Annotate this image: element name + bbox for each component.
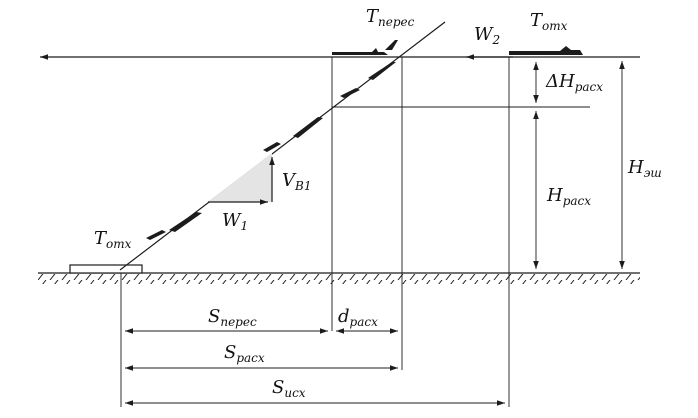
aircraft-climb-3-icon (293, 117, 323, 138)
aircraft-climb-2-icon (340, 88, 360, 98)
aircraft-climb-6-icon (146, 230, 166, 240)
d-rasx-label: dрасх (338, 306, 378, 329)
h-esh-label: Hэш (627, 157, 662, 180)
aircraft-wing-icon (385, 40, 398, 50)
w2-label: W2 (474, 24, 500, 47)
altitude-dimensions (533, 61, 625, 269)
aircraft-departure-icon (509, 46, 583, 55)
s-rasx-label: Sрасх (224, 342, 265, 365)
ground-hatching (38, 274, 640, 284)
runway-strip (69, 264, 143, 274)
v-b1-label: VB1 (282, 170, 311, 193)
distance-dimensions (125, 328, 505, 406)
aircraft-top-turn-icon (332, 48, 388, 55)
labels: Tперес W2 Tотх ΔHрасх Hэш Hрасх VB1 W1 T… (94, 6, 662, 400)
s-isx-label: Sисх (272, 377, 306, 400)
reference-lines (120, 57, 590, 407)
h-rasx-label: Hрасх (546, 185, 591, 208)
ground (38, 264, 640, 284)
w1-label: W1 (222, 210, 248, 233)
dh-rasx-label: ΔHрасх (545, 71, 603, 94)
velocity-triangle-fill (208, 153, 272, 202)
t-peres-label: Tперес (366, 6, 415, 29)
aircraft-climb-1-icon (368, 62, 396, 80)
t-otx-bottom-label: Tотх (94, 228, 132, 251)
aircraft-climb-4-icon (263, 142, 281, 152)
velocity-triangle (208, 153, 275, 205)
t-otx-top-label: Tотх (530, 10, 568, 33)
aircraft-group (146, 40, 583, 240)
s-peres-label: Sперес (208, 306, 257, 329)
aircraft-climb-5-icon (169, 212, 202, 232)
climb-trajectory-line (119, 21, 446, 271)
